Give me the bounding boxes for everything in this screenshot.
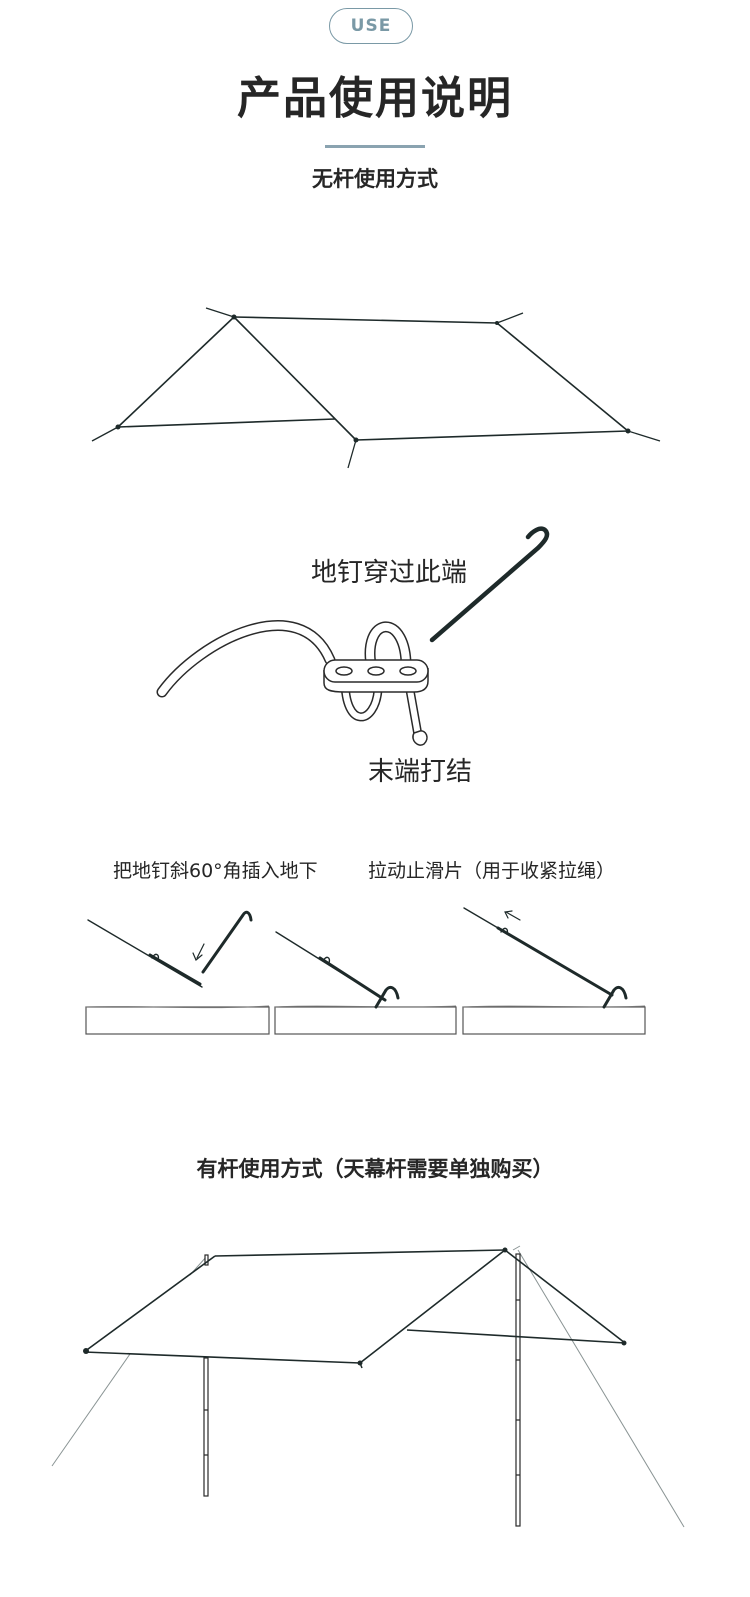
step1-label: 把地钉斜60°角插入地下 — [113, 860, 318, 882]
tarp-left-edge — [83, 1255, 216, 1353]
stake-steps-illustration — [85, 907, 646, 1035]
tarp-ridge-line — [233, 316, 498, 324]
stake-icon — [429, 526, 550, 643]
ground-block-3 — [462, 1006, 646, 1035]
tarp-no-pole-illustration — [91, 307, 661, 469]
tarp-left-edge — [117, 316, 235, 428]
section-heading-with-pole: 有杆使用方式（天幕杆需要单独购买） — [196, 1157, 554, 1181]
knot-icon — [412, 730, 428, 746]
left-pole — [203, 1357, 209, 1497]
page-title: 产品使用说明 — [237, 73, 513, 124]
tarp-bottom-edge — [355, 430, 629, 441]
ground-block-1 — [85, 1006, 270, 1035]
title-divider — [325, 145, 425, 148]
tarp-right-edge — [496, 322, 629, 432]
section-heading-no-pole: 无杆使用方式 — [312, 167, 438, 191]
tarp-with-pole-illustration — [51, 1245, 685, 1528]
stake-through-label: 地钉穿过此端 — [311, 558, 468, 588]
knot-end-label: 末端打结 — [368, 757, 473, 787]
tarp-fold-edge — [359, 1249, 506, 1364]
tarp-front-edge — [83, 1351, 361, 1364]
tarp-top-edge — [214, 1249, 506, 1257]
tarp-pole-icon — [203, 1253, 521, 1527]
tarp-front-edge — [233, 316, 357, 441]
tarp-right-edge — [504, 1249, 626, 1344]
cord-tensioner-illustration — [156, 526, 550, 746]
ground-block-2 — [274, 1006, 457, 1035]
step2-label: 拉动止滑片（用于收紧拉绳） — [368, 860, 616, 882]
use-badge: USE — [329, 8, 413, 44]
right-pole — [515, 1253, 521, 1527]
tensioner-slider-icon — [323, 659, 429, 693]
